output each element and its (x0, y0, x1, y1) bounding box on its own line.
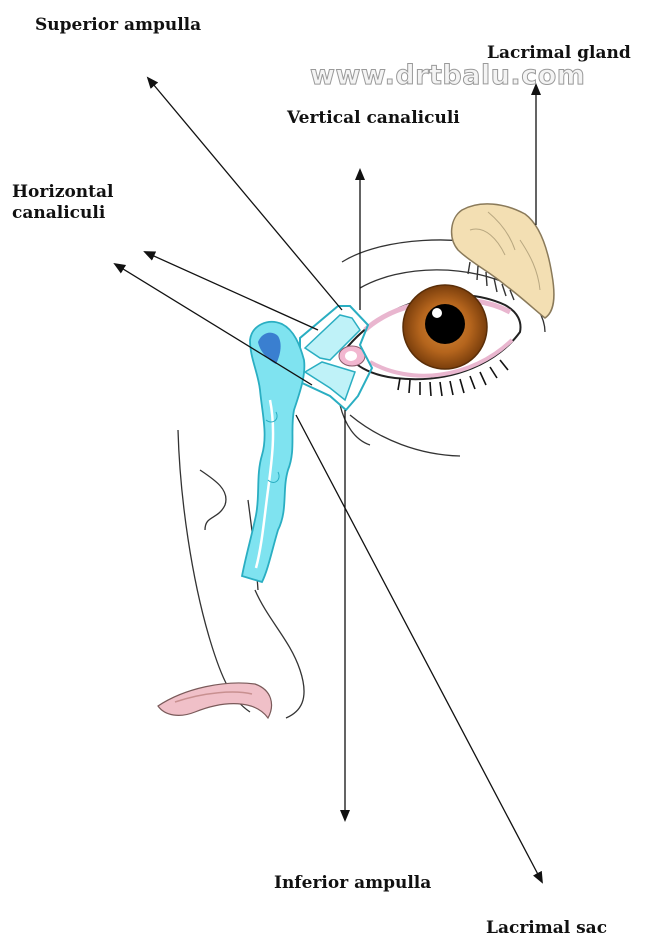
label-superior-ampulla: Superior ampulla (35, 15, 201, 36)
label-inferior-ampulla: Inferior ampulla (274, 873, 431, 894)
pointer-lacrimal-sac (296, 415, 542, 882)
label-lacrimal-gland: Lacrimal gland (487, 43, 631, 64)
lower-lid-crease (350, 415, 460, 456)
nostril (158, 683, 272, 718)
pointer-horizontal-canaliculi-upper (145, 252, 318, 330)
canaliculi-lower-fill (305, 362, 355, 400)
pupil (425, 304, 465, 344)
eye-highlight (432, 308, 442, 318)
label-lacrimal-sac: Lacrimal sac (486, 918, 607, 939)
label-horizontal-canaliculi: Horizontal canaliculi (12, 182, 142, 224)
nose-bridge-line (178, 430, 250, 712)
label-vertical-canaliculi: Vertical canaliculi (287, 108, 460, 129)
watermark: www.drtbalu.com (310, 60, 585, 91)
pointer-lines (115, 78, 542, 882)
caruncle-center (345, 351, 357, 361)
nostril-shape (158, 683, 272, 718)
nose-inner-fold (200, 470, 226, 530)
